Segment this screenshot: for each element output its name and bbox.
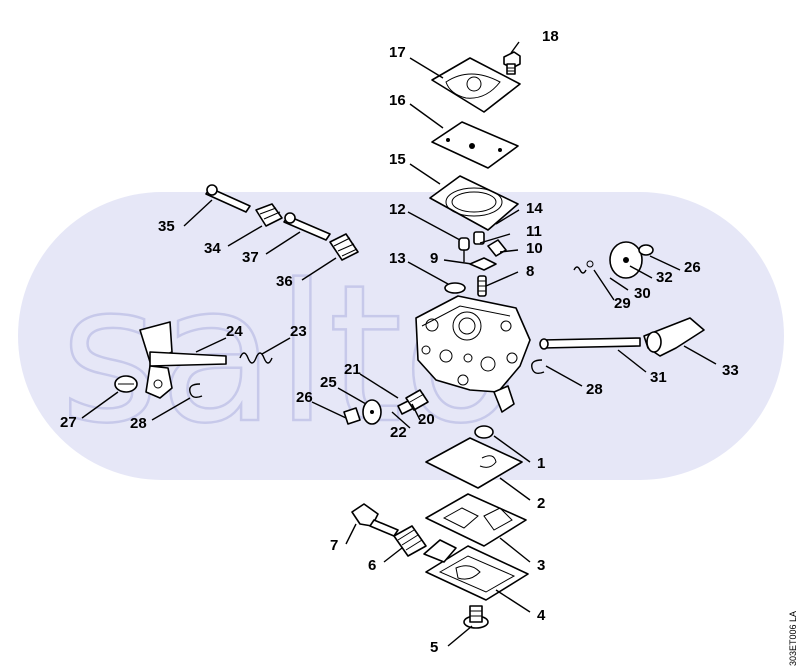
callout-29: 29 bbox=[614, 295, 631, 312]
callout-33: 33 bbox=[722, 362, 739, 379]
part-screw-26-left bbox=[343, 407, 361, 425]
callout-14: 14 bbox=[526, 200, 543, 217]
part-diaphragm-16 bbox=[431, 121, 519, 169]
part-spring-20 bbox=[405, 389, 429, 411]
callout-1: 1 bbox=[537, 455, 545, 472]
callout-2: 2 bbox=[537, 495, 545, 512]
callout-11: 11 bbox=[526, 223, 542, 240]
part-screw-7 bbox=[351, 503, 399, 537]
callout-13: 13 bbox=[389, 250, 406, 267]
leader-lines bbox=[81, 41, 717, 647]
part-gasket-2 bbox=[425, 437, 523, 489]
part-choke-lever-33 bbox=[643, 317, 705, 357]
callout-25: 25 bbox=[320, 374, 337, 391]
callout-36: 36 bbox=[276, 273, 293, 290]
callout-21: 21 bbox=[344, 361, 361, 378]
callout-labels: 18 17 16 15 14 12 11 10 9 13 8 1 2 3 4 5… bbox=[60, 28, 739, 656]
part-needle-12 bbox=[458, 237, 470, 262]
part-spring-6 bbox=[393, 525, 427, 557]
part-diaphragm-3 bbox=[425, 493, 527, 547]
callout-17: 17 bbox=[389, 44, 406, 61]
part-cover-17 bbox=[431, 57, 521, 113]
part-carburetor-body bbox=[415, 295, 531, 413]
part-lever-9 bbox=[469, 257, 497, 271]
part-clip-28-left bbox=[189, 383, 203, 399]
part-adjust-screw-35 bbox=[205, 184, 251, 213]
callout-15: 15 bbox=[389, 151, 406, 168]
part-nut-27 bbox=[114, 375, 138, 393]
callout-30: 30 bbox=[634, 285, 651, 302]
callout-7: 7 bbox=[330, 537, 338, 554]
callout-22: 22 bbox=[390, 424, 407, 441]
part-disc-25 bbox=[362, 399, 382, 425]
callout-4: 4 bbox=[537, 607, 546, 624]
callout-28-left: 28 bbox=[130, 415, 147, 432]
callout-5: 5 bbox=[430, 639, 438, 656]
part-valve-1 bbox=[474, 425, 494, 439]
callout-3: 3 bbox=[537, 557, 545, 574]
part-pump-cover-4 bbox=[423, 539, 529, 601]
part-screw-5 bbox=[463, 605, 489, 629]
callout-10: 10 bbox=[526, 240, 543, 257]
callout-37: 37 bbox=[242, 249, 259, 266]
part-choke-shaft-31 bbox=[539, 337, 641, 350]
part-screw-26-right bbox=[638, 244, 654, 256]
callout-27: 27 bbox=[60, 414, 77, 431]
callout-26-left: 26 bbox=[296, 389, 313, 406]
part-gasket-15 bbox=[429, 175, 519, 231]
part-adjust-screw-37 bbox=[283, 212, 331, 241]
callout-34: 34 bbox=[204, 240, 221, 257]
callout-31: 31 bbox=[650, 369, 667, 386]
callout-9: 9 bbox=[430, 250, 438, 267]
callout-8: 8 bbox=[526, 263, 534, 280]
callout-26-right: 26 bbox=[684, 259, 701, 276]
part-spring-34 bbox=[255, 203, 283, 227]
callout-6: 6 bbox=[368, 557, 376, 574]
callout-12: 12 bbox=[389, 201, 406, 218]
callout-16: 16 bbox=[389, 92, 406, 109]
part-spring-23 bbox=[239, 352, 273, 364]
figure-code: 303ET006 LA bbox=[788, 611, 798, 666]
part-spring-29 bbox=[573, 260, 594, 274]
part-pin-11 bbox=[473, 231, 485, 245]
part-spring-36 bbox=[329, 233, 359, 261]
part-choke-plate-30 bbox=[609, 241, 643, 279]
part-screw-18 bbox=[503, 51, 521, 75]
callout-32: 32 bbox=[656, 269, 673, 286]
callout-23: 23 bbox=[290, 323, 307, 340]
callout-24: 24 bbox=[226, 323, 243, 340]
callout-28-right: 28 bbox=[586, 381, 603, 398]
callout-20: 20 bbox=[418, 411, 435, 428]
part-spring-8 bbox=[477, 275, 487, 297]
part-washer-13 bbox=[444, 282, 466, 294]
callout-18: 18 bbox=[542, 28, 559, 45]
part-clip-28-right bbox=[531, 359, 545, 375]
callout-35: 35 bbox=[158, 218, 175, 235]
part-throttle-lever-24 bbox=[139, 321, 227, 399]
